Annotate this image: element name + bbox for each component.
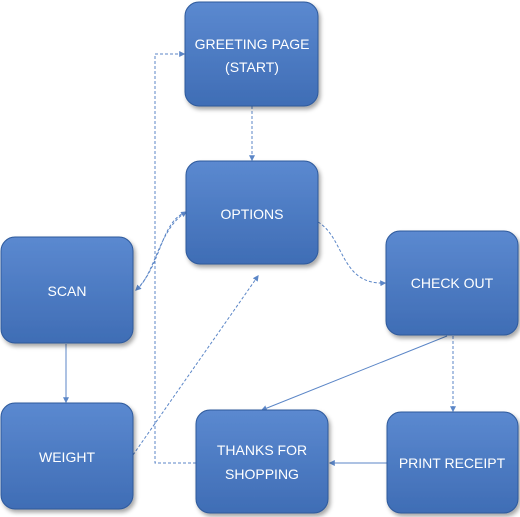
node-thanks-for-shopping[interactable]: THANKS FOR SHOPPING: [195, 409, 329, 514]
node-receipt-label: PRINT RECEIPT: [399, 455, 506, 471]
edge-options-to-checkout: [317, 221, 387, 287]
node-options-label: OPTIONS: [220, 206, 283, 222]
node-options[interactable]: OPTIONS: [185, 160, 319, 265]
edge-options-to-scan: [135, 211, 187, 291]
node-check-out[interactable]: CHECK OUT: [385, 230, 519, 336]
node-print-receipt[interactable]: PRINT RECEIPT: [386, 411, 519, 514]
node-greeting-line-1: GREETING PAGE: [195, 36, 310, 52]
node-thanks-line-2: SHOPPING: [225, 466, 299, 482]
node-checkout-label: CHECK OUT: [411, 275, 494, 291]
node-weight[interactable]: WEIGHT: [0, 402, 134, 510]
node-weight-label: WEIGHT: [39, 449, 95, 465]
edge-checkout-to-thanks: [260, 335, 448, 412]
node-greeting-line-2: (START): [225, 59, 279, 75]
edge-thanks-to-greeting: [154, 51, 196, 464]
node-thanks-line-1: THANKS FOR: [217, 442, 307, 458]
edge-scan-to-options: [135, 211, 188, 291]
edge-weight-to-options: [132, 275, 259, 456]
edges: [63, 51, 456, 466]
node-scan[interactable]: SCAN: [0, 236, 134, 344]
node-greeting-page[interactable]: GREETING PAGE (START): [184, 1, 319, 107]
node-scan-label: SCAN: [48, 283, 87, 299]
